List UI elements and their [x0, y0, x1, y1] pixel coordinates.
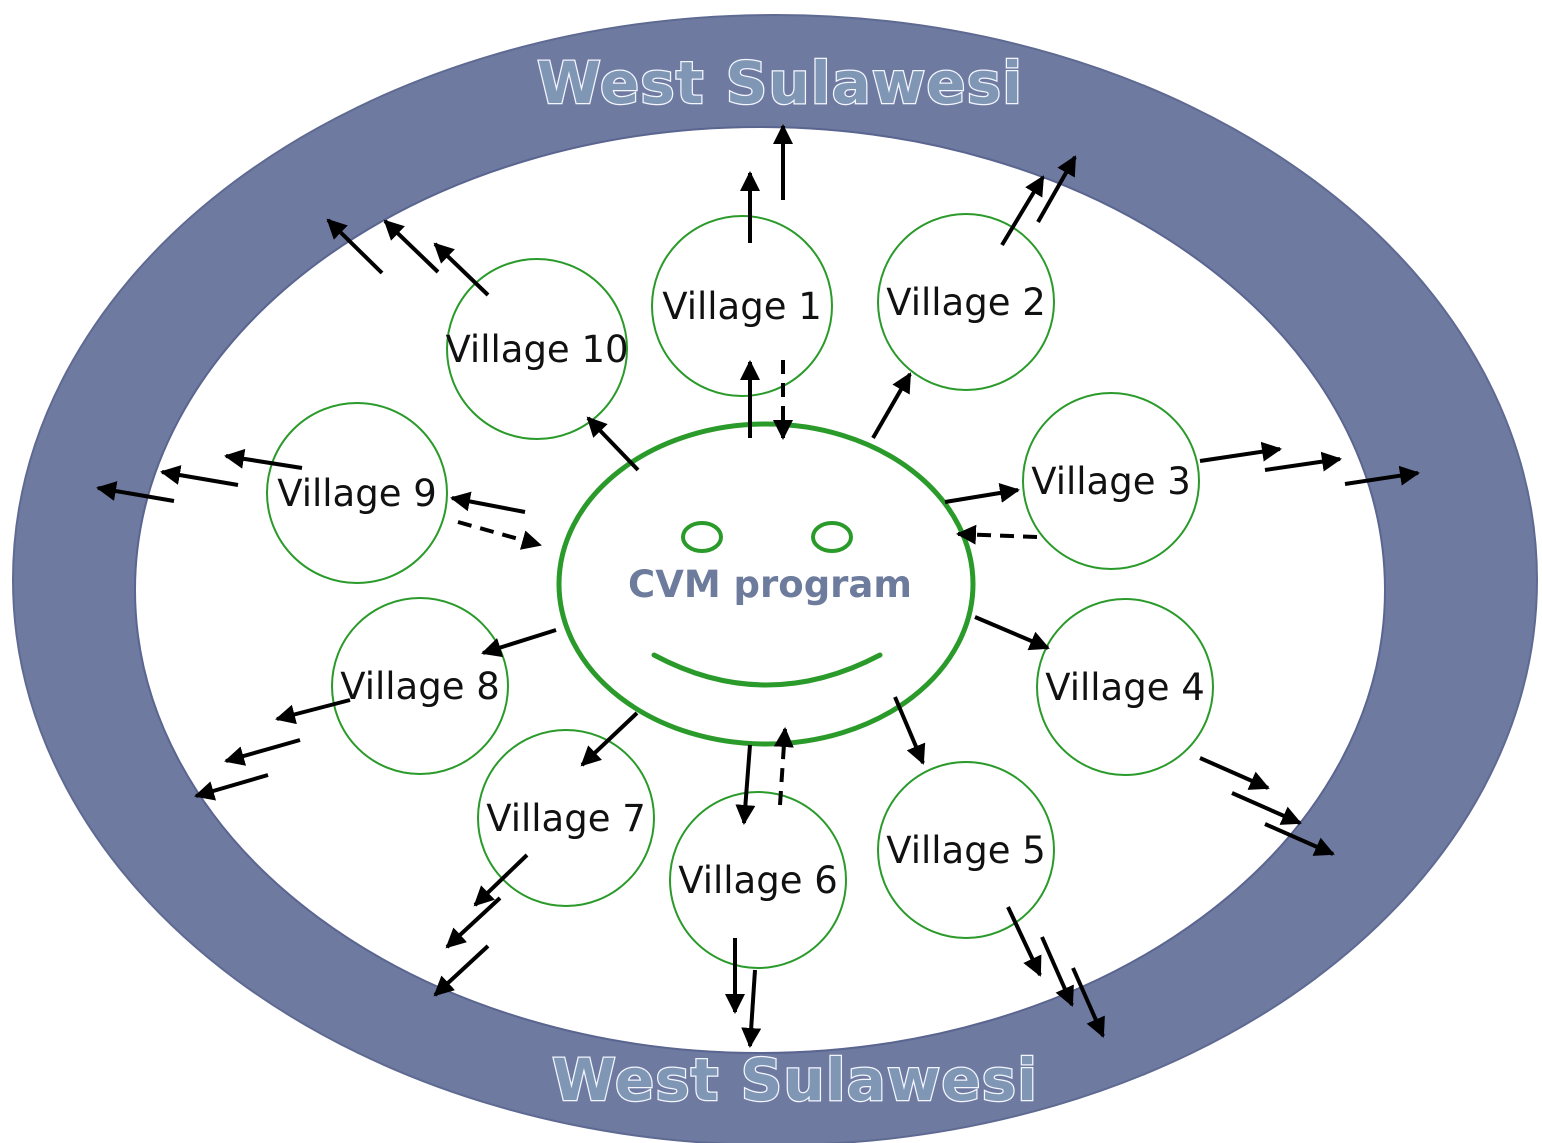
outward-arrow-village-6 [741, 969, 762, 1048]
village-node-3: Village 3 [1022, 392, 1200, 570]
arrow-village-9-to-hub [457, 520, 542, 550]
village-label: Village 9 [277, 472, 437, 515]
outward-arrow-village-10 [383, 219, 440, 274]
outward-arrow-village-4 [1231, 791, 1302, 825]
village-label: Village 3 [1031, 460, 1191, 503]
village-circle [331, 597, 509, 775]
outward-arrow-village-5 [1071, 967, 1105, 1038]
outward-arrow-village-9 [224, 448, 303, 470]
village-node-10: Village 10 [445, 258, 629, 440]
region-label-top: West Sulawesi [537, 49, 1023, 117]
outward-arrow-village-3 [1344, 465, 1420, 486]
hub-left-eye [681, 521, 723, 553]
village-node-5: Village 5 [877, 761, 1055, 939]
outward-arrow-village-5 [1006, 906, 1042, 977]
outward-arrow-village-9 [160, 465, 239, 487]
arrow-village-3-to-hub [956, 524, 1038, 545]
region-label-bottom: West Sulawesi [552, 1046, 1038, 1114]
arrow-hub-to-village-4 [974, 615, 1050, 651]
village-node-6: Village 6 [669, 791, 847, 969]
outward-arrow-village-4 [1264, 822, 1335, 856]
hub-smile [651, 652, 883, 688]
arrow-hub-to-village-9 [450, 491, 526, 514]
village-node-7: Village 7 [477, 729, 655, 907]
hub-ellipse [556, 421, 976, 747]
village-circle [266, 402, 448, 584]
village-circle [651, 215, 833, 397]
village-circle [669, 791, 847, 969]
village-label: Village 5 [886, 829, 1046, 872]
outward-links [96, 124, 1420, 1048]
cvm-program-hub: CVM program [556, 421, 976, 747]
outward-arrow-village-7 [445, 896, 502, 949]
hub-links [450, 360, 1050, 825]
village-circle [446, 258, 628, 440]
outward-arrow-village-4 [1199, 756, 1270, 790]
village-circle [1036, 598, 1214, 776]
village-label: Village 10 [445, 328, 628, 371]
arrow-hub-to-village-10 [586, 416, 640, 472]
outward-arrow-village-8 [224, 738, 301, 766]
outward-arrow-village-5 [1040, 936, 1074, 1007]
village-label: Village 8 [340, 665, 500, 708]
arrow-hub-to-village-8 [481, 628, 557, 658]
outward-arrow-village-3 [1264, 451, 1342, 472]
arrow-hub-to-village-2 [871, 372, 912, 440]
arrow-hub-to-village-6 [735, 744, 756, 825]
village-node-2: Village 2 [877, 213, 1055, 391]
village-node-4: Village 4 [1036, 598, 1214, 776]
village-label: Village 7 [486, 797, 646, 840]
outward-arrow-village-10 [433, 242, 490, 297]
village-label: Village 4 [1045, 666, 1205, 709]
outward-arrow-village-7 [473, 853, 529, 907]
hub-right-eye [811, 521, 853, 553]
hub-label: CVM program [628, 563, 912, 606]
village-circle [877, 213, 1055, 391]
village-label: Village 6 [678, 859, 838, 902]
outward-arrow-village-9 [96, 481, 175, 503]
village-node-9: Village 9 [266, 402, 448, 584]
outward-arrow-village-2 [1000, 175, 1045, 247]
arrow-hub-to-village-5 [893, 696, 926, 765]
outward-arrow-village-8 [275, 698, 351, 725]
village-circle [1022, 392, 1200, 570]
arrow-hub-to-village-7 [580, 711, 639, 767]
village-node-1: Village 1 [651, 215, 833, 397]
village-node-8: Village 8 [331, 597, 509, 775]
outward-arrow-village-2 [1036, 155, 1077, 223]
outward-arrow-village-7 [433, 944, 490, 997]
village-circle [477, 729, 655, 907]
arrow-hub-to-village-3 [944, 483, 1020, 504]
outward-arrow-village-10 [326, 218, 384, 275]
village-circle [877, 761, 1055, 939]
village-label: Village 2 [886, 281, 1046, 324]
outward-arrow-village-3 [1199, 441, 1282, 463]
village-label: Village 1 [662, 285, 822, 328]
arrow-village-6-to-hub [773, 727, 794, 806]
outward-arrow-village-8 [194, 773, 269, 801]
